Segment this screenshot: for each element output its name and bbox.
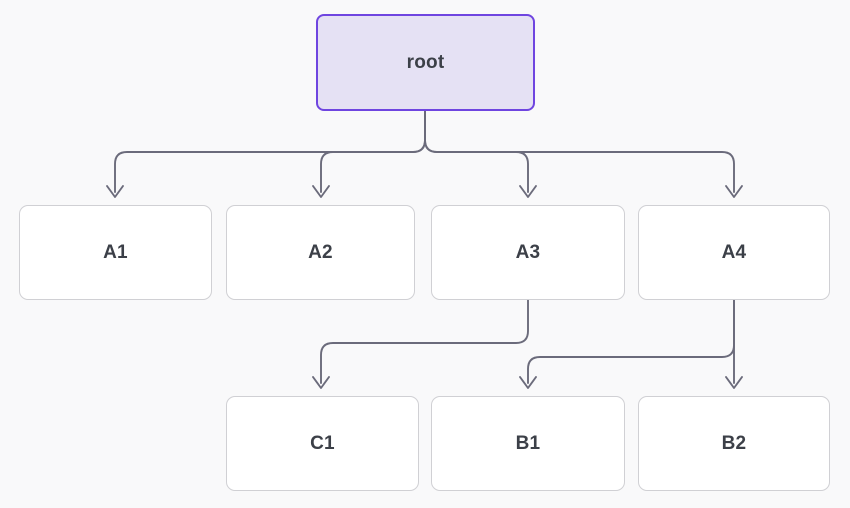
- arrowhead-root-A2: [312, 185, 330, 198]
- node-b1[interactable]: B1: [431, 396, 625, 491]
- node-label-root: root: [406, 52, 445, 73]
- arrowhead-A4-B2: [725, 376, 743, 389]
- node-b2[interactable]: B2: [638, 396, 830, 491]
- edge-root-A4: [424, 110, 735, 193]
- arrowhead-root-A1: [106, 185, 124, 198]
- edge-root-A2: [320, 110, 426, 193]
- node-label-c1: C1: [310, 433, 335, 454]
- node-label-a1: A1: [103, 242, 128, 263]
- node-a4[interactable]: A4: [638, 205, 830, 300]
- edge-root-A1: [114, 110, 426, 193]
- node-a2[interactable]: A2: [226, 205, 415, 300]
- node-a3[interactable]: A3: [431, 205, 625, 300]
- arrowhead-A3-C1: [312, 376, 330, 389]
- node-a1[interactable]: A1: [19, 205, 212, 300]
- node-c1[interactable]: C1: [226, 396, 419, 491]
- node-label-a3: A3: [515, 242, 541, 263]
- arrowhead-A4-B1: [519, 376, 537, 389]
- arrowhead-root-A3: [519, 185, 537, 198]
- node-root[interactable]: root: [316, 14, 535, 111]
- edge-A3-C1: [320, 299, 529, 384]
- node-label-b2: B2: [721, 433, 747, 454]
- edge-root-A3: [424, 110, 529, 193]
- edge-A4-B1: [527, 299, 735, 384]
- node-label-a4: A4: [721, 242, 747, 263]
- node-label-a2: A2: [308, 242, 333, 263]
- node-label-b1: B1: [515, 433, 541, 454]
- arrowhead-root-A4: [725, 185, 743, 198]
